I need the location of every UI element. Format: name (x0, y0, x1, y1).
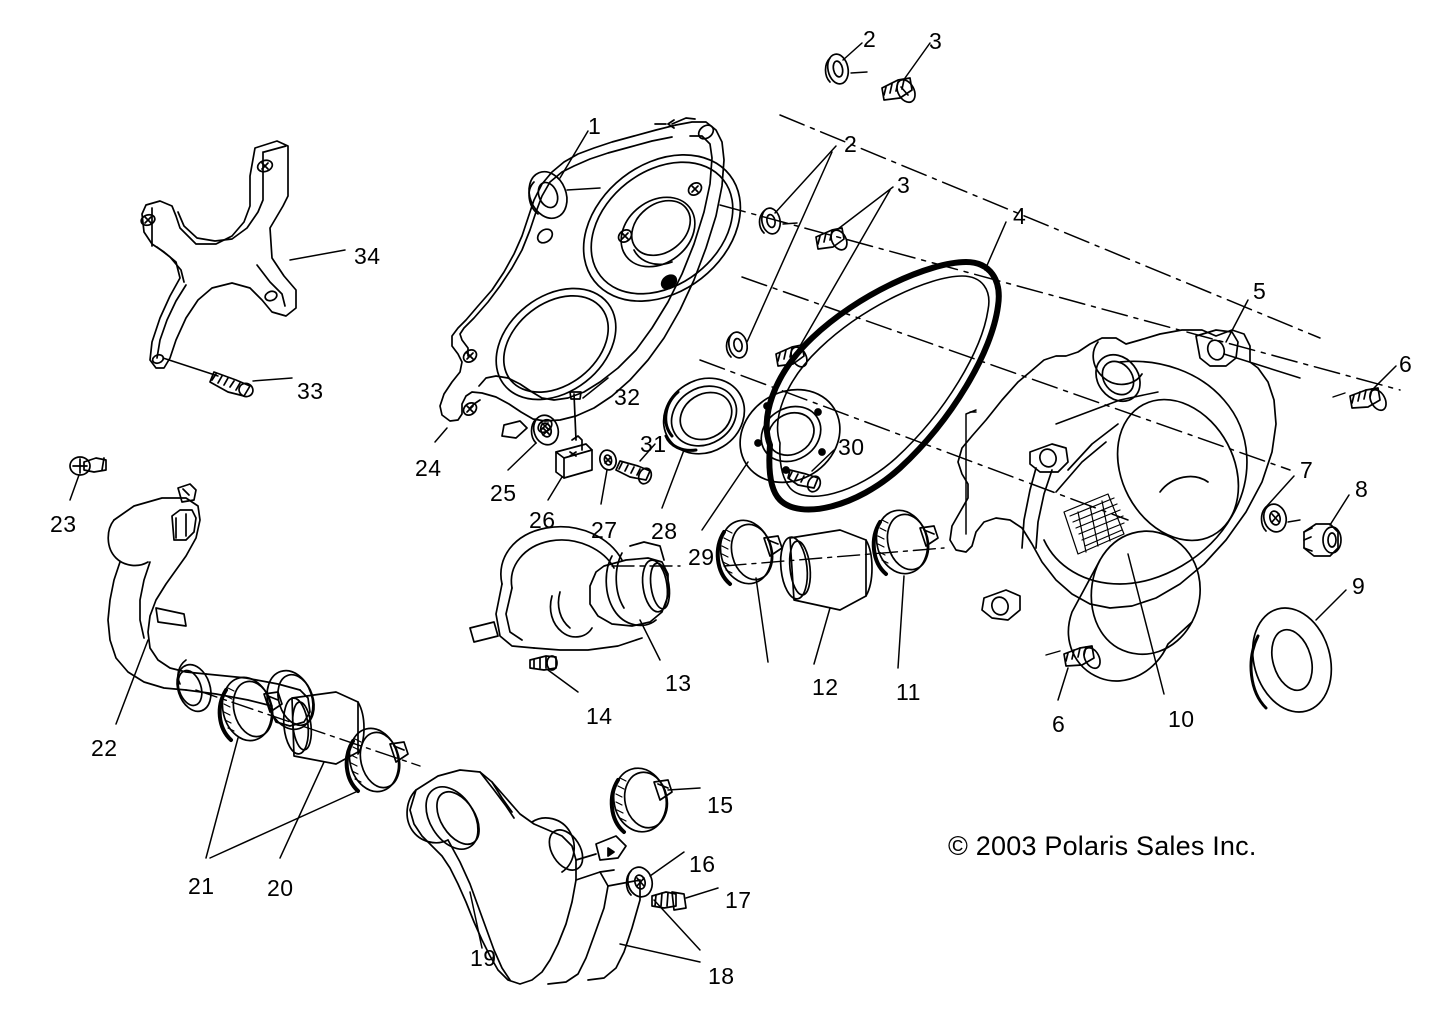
washer-2c (725, 151, 833, 359)
washer-7 (1260, 475, 1301, 533)
callout-3b: 3 (897, 172, 911, 198)
callout-13: 13 (665, 670, 692, 696)
screw-31 (615, 443, 656, 485)
hose-clamp-11a (715, 519, 783, 663)
callout-16: 16 (689, 851, 716, 877)
callout-14: 14 (586, 703, 613, 729)
callout-29: 29 (688, 544, 715, 570)
callout-21: 21 (188, 873, 215, 899)
hose-clamp-15 (609, 767, 701, 834)
callout-9: 9 (1352, 573, 1366, 599)
callout-20: 20 (267, 875, 294, 901)
screw-17 (651, 887, 719, 911)
callout-18: 18 (708, 963, 735, 989)
callout-26: 26 (529, 507, 556, 533)
callout-6b: 6 (1052, 711, 1066, 737)
callout-17: 17 (725, 887, 752, 913)
callout-19: 19 (470, 945, 497, 971)
hose-clamp-11b (871, 509, 939, 669)
callout-12: 12 (812, 674, 839, 700)
seal-1 (528, 130, 601, 220)
screw-30 (787, 449, 835, 493)
callout-23: 23 (50, 511, 77, 537)
callout-5: 5 (1253, 278, 1267, 304)
callout-33: 33 (297, 378, 324, 404)
callout-27: 27 (591, 517, 618, 543)
washer-16 (625, 851, 685, 898)
axis-lines (699, 114, 1401, 521)
callout-10: 10 (1168, 706, 1195, 732)
hose-12 (779, 529, 873, 665)
callout-15: 15 (707, 792, 734, 818)
seal-ring-9 (1249, 589, 1347, 713)
screw-23 (69, 456, 107, 501)
inner-clutch-cover-24 (434, 117, 742, 443)
hose-clamp-21a (205, 676, 283, 859)
callout-6a: 6 (1399, 351, 1413, 377)
drive-belt-4 (763, 221, 1007, 513)
screw-3a (881, 42, 931, 104)
grommet-25 (507, 414, 560, 471)
outlet-duct-19 (406, 769, 701, 985)
callout-3a: 3 (929, 28, 943, 54)
screw-3c (775, 189, 891, 368)
callout-8: 8 (1355, 476, 1369, 502)
callout-2b: 2 (844, 131, 858, 157)
callout-32: 32 (614, 384, 641, 410)
screw-3b (815, 186, 894, 251)
inlet-duct-22 (107, 483, 315, 731)
callout-1: 1 (588, 113, 602, 139)
bracket-26 (547, 435, 593, 501)
screw-6a (1332, 365, 1397, 412)
callout-28: 28 (651, 518, 678, 544)
hose-20 (279, 691, 365, 859)
callout-30: 30 (838, 434, 865, 460)
callout-7: 7 (1300, 457, 1314, 483)
screw-14 (529, 655, 579, 693)
washer-27 (599, 449, 617, 505)
callout-4: 4 (1013, 203, 1027, 229)
callout-24: 24 (415, 455, 442, 481)
mounting-bracket-34 (140, 140, 346, 382)
pin-32 (569, 377, 609, 441)
outer-clutch-cover-5 (949, 299, 1301, 695)
seal-28 (661, 377, 746, 509)
intake-duct-13 (469, 525, 671, 661)
callout-25: 25 (490, 480, 517, 506)
callout-2a: 2 (863, 26, 877, 52)
callout-34: 34 (354, 243, 381, 269)
callout-22: 22 (91, 735, 118, 761)
screw-6b (1045, 645, 1101, 701)
leader-box (965, 409, 977, 535)
copyright-notice: © 2003 Polaris Sales Inc. (948, 831, 1257, 861)
screw-33 (209, 371, 254, 398)
washer-2a (824, 42, 868, 85)
drain-plug-8 (1303, 494, 1350, 557)
washer-2b (758, 145, 837, 235)
callout-11: 11 (896, 679, 921, 705)
hose-clamp-21b (209, 727, 409, 859)
callout-31: 31 (640, 431, 667, 457)
